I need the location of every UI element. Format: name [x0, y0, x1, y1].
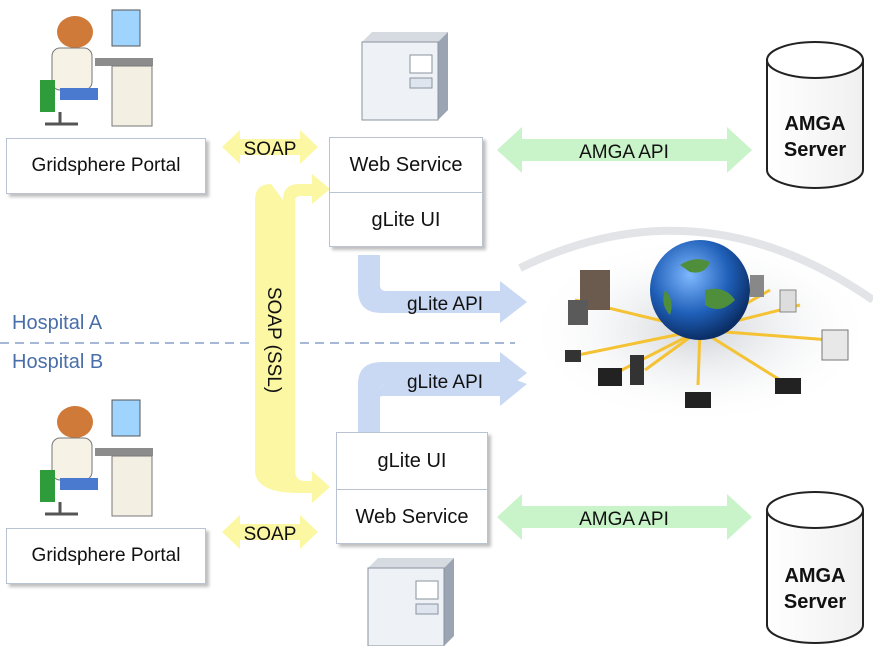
- web-service-b-label: Web Service: [355, 505, 469, 528]
- glite-ui-a: gLite UI: [330, 192, 482, 248]
- amga-api-label-bottom: AMGA API: [579, 509, 669, 530]
- web-server-tower-bottom-icon: [367, 558, 454, 646]
- soap-ssl-label: SOAP (SSL): [263, 287, 284, 393]
- gridsphere-portal-bottom: Gridsphere Portal: [6, 528, 206, 584]
- glite-api-label-bottom: gLite API: [407, 372, 483, 393]
- amga-api-arrow-top: [497, 127, 752, 173]
- portal-user-top-icon: [40, 9, 153, 127]
- glite-ui-b: gLite UI: [337, 433, 487, 490]
- hospital-b-label: Hospital B: [12, 351, 104, 373]
- portal-user-bottom-icon: [40, 399, 153, 517]
- glite-api-arrow-top: [358, 255, 527, 323]
- web-server-tower-top-icon: [361, 32, 448, 121]
- glite-api-label-top: gLite API: [407, 294, 483, 315]
- amga-api-arrow-bottom: [497, 494, 752, 540]
- soap-arrow-top: [222, 130, 318, 164]
- glite-ui-b-label: gLite UI: [377, 449, 447, 472]
- hospital-b-service-stack: gLite UI Web Service: [336, 432, 488, 544]
- soap-arrow-bottom: [222, 515, 318, 549]
- amga-server-top-cylinder: [766, 41, 864, 189]
- amga-server-bottom-line1: AMGA: [784, 565, 845, 587]
- amga-server-top-line2: Server: [784, 139, 846, 161]
- amga-api-label-top: AMGA API: [579, 142, 669, 163]
- gridsphere-portal-top: Gridsphere Portal: [6, 138, 206, 194]
- soap-label-top: SOAP: [244, 139, 297, 160]
- web-service-a-label: Web Service: [349, 153, 463, 176]
- gridsphere-portal-top-label: Gridsphere Portal: [31, 155, 181, 176]
- amga-server-top-line1: AMGA: [784, 113, 845, 135]
- soap-ssl-arrow: [255, 174, 330, 503]
- glite-api-arrow-bottom: [358, 374, 527, 432]
- hospital-a-label: Hospital A: [12, 312, 103, 334]
- web-service-b: Web Service: [337, 489, 487, 545]
- grid-network-illustration: [518, 226, 873, 425]
- glite-ui-a-label: gLite UI: [371, 208, 441, 231]
- gridsphere-portal-bottom-label: Gridsphere Portal: [31, 545, 181, 566]
- hospital-a-service-stack: Web Service gLite UI: [329, 137, 483, 247]
- amga-server-bottom-line2: Server: [784, 591, 846, 613]
- amga-server-bottom-cylinder: [766, 491, 864, 644]
- soap-label-bottom: SOAP: [244, 524, 297, 545]
- web-service-a: Web Service: [330, 138, 482, 193]
